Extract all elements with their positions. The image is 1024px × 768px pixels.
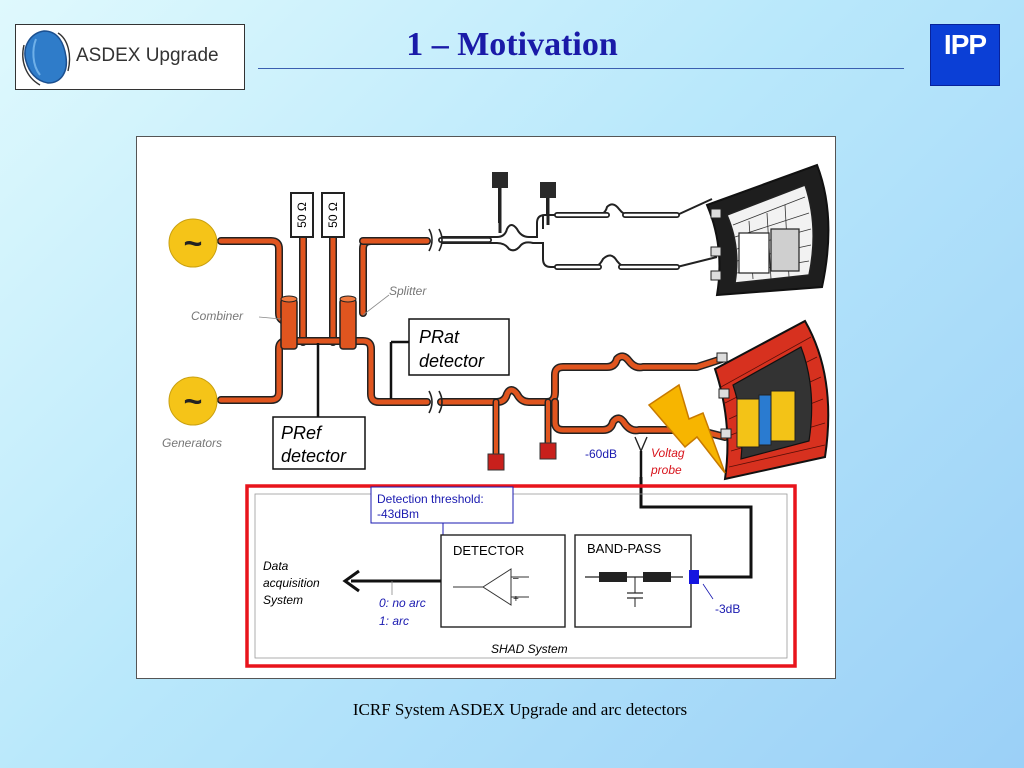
load-right-label: 50 Ω <box>326 202 340 228</box>
voltage-probe-label-1: Voltag <box>651 446 685 460</box>
detector-block <box>440 534 566 628</box>
asdex-logo: ASDEX Upgrade <box>15 24 245 90</box>
shad-system-border <box>245 484 797 668</box>
lower-stub-right <box>539 442 557 460</box>
daq-line1: Data <box>263 559 289 573</box>
lower-transmission-line <box>217 337 729 461</box>
upper-antenna <box>705 163 830 297</box>
shad-inner-border <box>254 493 788 659</box>
upper-line-to-antenna <box>441 187 718 269</box>
daq-line2: acquisition <box>263 576 320 590</box>
state-no-arc-label: 0: no arc <box>379 596 426 610</box>
asdex-logo-text: ASDEX Upgrade <box>76 45 219 66</box>
detection-threshold-box <box>370 486 514 524</box>
state-arc-label: 1: arc <box>379 614 409 628</box>
probe-signal-line <box>639 477 753 579</box>
splitter-label: Splitter <box>389 284 427 298</box>
opamp-minus-label: – <box>513 573 519 584</box>
bandpass-input-port <box>689 570 699 584</box>
lower-antenna <box>713 319 830 481</box>
daq-line3: System <box>263 593 303 607</box>
upper-stub-right <box>540 182 556 225</box>
icrf-diagram-svg: 50 Ω 50 Ω ~ ~ Splitter Combiner Generato… <box>162 163 830 668</box>
pref-detector-line1: PRef <box>281 423 323 443</box>
combiner-label: Combiner <box>191 309 244 323</box>
prat-detector-box <box>408 318 510 376</box>
title-underline <box>258 68 904 69</box>
generators-label: Generators <box>162 436 222 450</box>
opamp-plus-label: + <box>513 594 519 605</box>
voltage-probe-label-2: probe <box>650 463 682 477</box>
lower-line-break <box>428 390 443 414</box>
generator-lower-symbol: ~ <box>184 383 203 419</box>
daq-arrow-icon <box>342 569 360 593</box>
minus-3db-label: -3dB <box>715 602 740 616</box>
minus-60db-label: -60dB <box>585 447 617 461</box>
arc-lightning-icon <box>647 383 726 474</box>
lower-stub-left <box>487 453 505 471</box>
load-right: 50 Ω <box>321 192 345 238</box>
upper-stub-left <box>492 172 508 233</box>
detector-label: DETECTOR <box>453 543 524 558</box>
pref-detector-box <box>272 416 366 470</box>
upper-line-inner <box>439 213 679 269</box>
generator-lower: ~ <box>168 376 218 426</box>
bandpass-filter-icon <box>585 572 683 607</box>
prat-detector-line1: PRat <box>419 327 460 347</box>
combiner-cylinder <box>280 295 298 350</box>
prat-detector-line2: detector <box>419 351 485 371</box>
icrf-diagram: 50 Ω 50 Ω ~ ~ Splitter Combiner Generato… <box>136 136 836 679</box>
bandpass-label: BAND-PASS <box>587 541 661 556</box>
figure-caption: ICRF System ASDEX Upgrade and arc detect… <box>352 700 688 719</box>
generator-upper-symbol: ~ <box>184 225 203 261</box>
opamp-icon <box>453 568 529 606</box>
load-left-label: 50 Ω <box>295 202 309 228</box>
pref-detector-line2: detector <box>281 446 347 466</box>
ipp-logo: IPP <box>930 24 1000 86</box>
detection-threshold-line2: -43dBm <box>377 507 419 521</box>
voltage-probe <box>634 436 648 477</box>
load-left: 50 Ω <box>290 192 314 238</box>
shad-system-label: SHAD System <box>491 642 568 656</box>
detection-threshold-line1: Detection threshold: <box>377 492 484 506</box>
splitter-cylinder <box>339 295 357 350</box>
generator-upper: ~ <box>168 218 218 268</box>
page-title: 1 – Motivation <box>406 26 618 63</box>
upper-line-break <box>428 228 443 252</box>
asdex-emblem-icon <box>22 30 71 86</box>
